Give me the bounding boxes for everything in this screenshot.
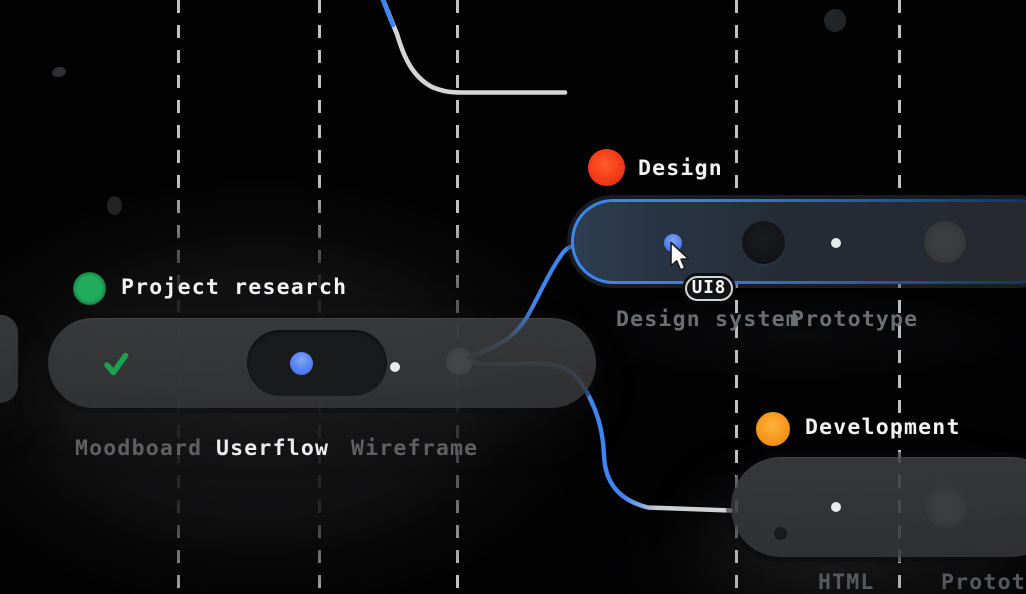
grid-dashed-line bbox=[735, 0, 738, 594]
grid-dashed-line bbox=[898, 0, 901, 594]
mouse-cursor-icon bbox=[670, 241, 690, 271]
decorative-dot bbox=[51, 65, 67, 79]
active-step-track[interactable] bbox=[247, 330, 387, 396]
connector-curve-top bbox=[380, 0, 568, 95]
check-icon[interactable] bbox=[103, 351, 129, 377]
step-dot-wireframe[interactable] bbox=[446, 348, 473, 375]
track-notch-dot bbox=[774, 527, 787, 540]
step-dot-upcoming[interactable] bbox=[390, 362, 400, 372]
decorative-dot bbox=[824, 9, 846, 32]
lane-title-development: Development bbox=[805, 415, 961, 440]
step-dot-prototype[interactable] bbox=[924, 221, 966, 263]
track-notch-dot bbox=[251, 356, 259, 364]
step-dot-active-userflow[interactable] bbox=[290, 352, 313, 375]
lane-pill-partial[interactable] bbox=[0, 315, 18, 403]
decorative-dot bbox=[107, 196, 122, 215]
grid-dashed-line bbox=[456, 0, 459, 594]
step-dot-upcoming[interactable] bbox=[831, 502, 841, 512]
status-dot-design bbox=[588, 149, 625, 186]
step-label-wireframe[interactable]: Wireframe bbox=[351, 436, 479, 461]
lane-pill-development[interactable] bbox=[731, 457, 1026, 557]
lane-pill-design-selected[interactable] bbox=[571, 199, 1026, 284]
step-label-prototype-dev[interactable]: Prototype bbox=[941, 570, 1026, 594]
ambient-glow bbox=[560, 288, 1026, 383]
step-dot-upcoming[interactable] bbox=[831, 238, 841, 248]
step-dot-prototype[interactable] bbox=[925, 486, 967, 528]
tooltip-badge: UI8 bbox=[685, 276, 733, 301]
step-label-moodboard[interactable]: Moodboard bbox=[75, 436, 203, 461]
step-label-design-system[interactable]: Design system bbox=[616, 307, 800, 332]
step-label-prototype[interactable]: Prototype bbox=[791, 307, 919, 332]
lane-title-design: Design bbox=[638, 156, 723, 181]
step-label-userflow[interactable]: Userflow bbox=[216, 436, 330, 461]
lane-pill-research[interactable] bbox=[48, 318, 596, 408]
connector-curve-top-blue-tip bbox=[380, 0, 396, 28]
lane-title-research: Project research bbox=[121, 275, 348, 300]
status-dot-research bbox=[73, 272, 106, 305]
step-dot-dark[interactable] bbox=[742, 221, 785, 264]
step-label-html[interactable]: HTML bbox=[818, 570, 875, 594]
status-dot-development bbox=[756, 412, 790, 446]
